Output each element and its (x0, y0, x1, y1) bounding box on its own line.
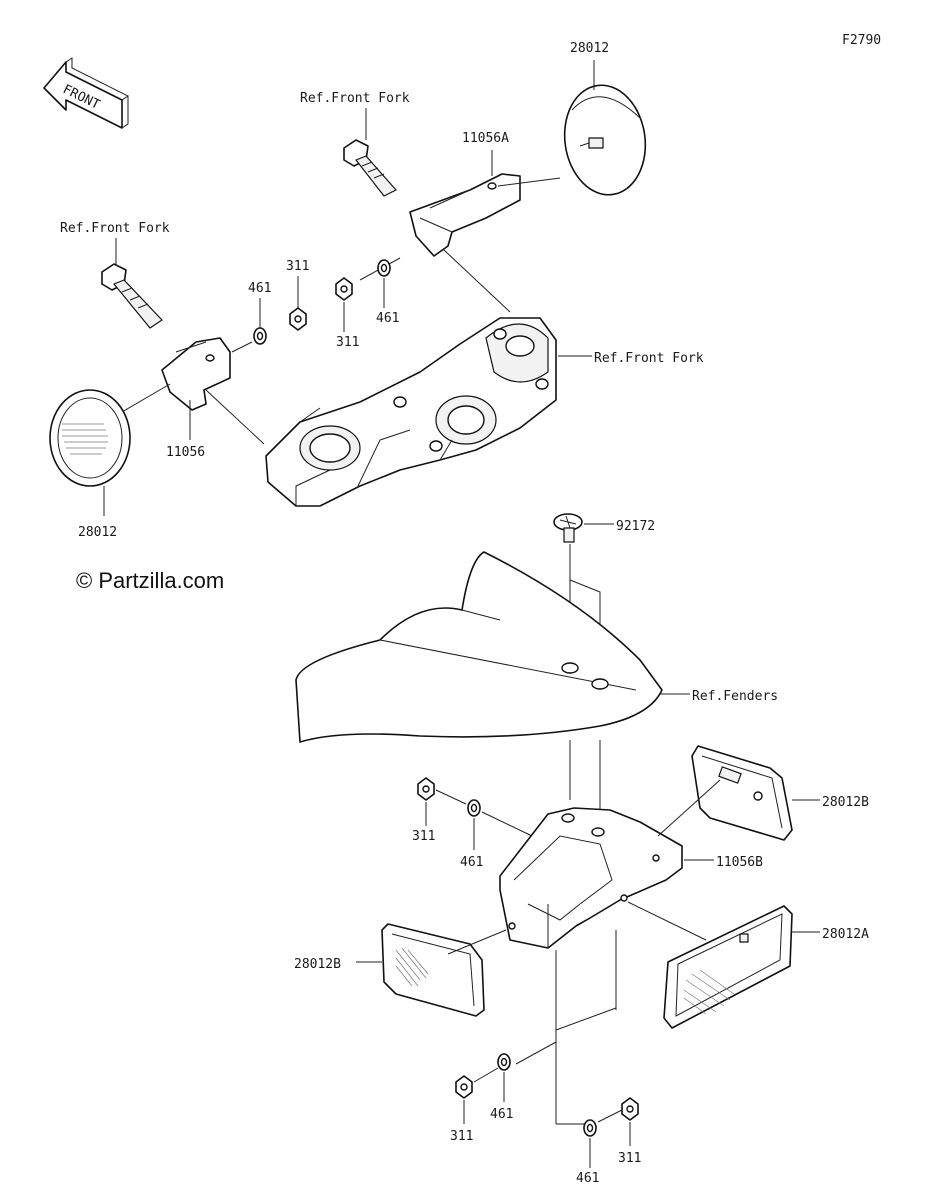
label-461-b: 461 (376, 311, 399, 326)
reflector-28012-left (49, 389, 131, 516)
label-ref-front-fork-left: Ref.Front Fork (60, 221, 170, 236)
bracket-11056 (161, 337, 231, 440)
nut-311-d (455, 1075, 473, 1099)
label-92172: 92172 (616, 519, 655, 534)
label-28012-left: 28012 (78, 525, 117, 540)
label-311-a: 311 (286, 259, 309, 274)
label-311-c: 311 (412, 829, 435, 844)
bracket-11056A (409, 150, 561, 257)
bolt-top (343, 139, 397, 197)
figure-id: F2790 (842, 33, 881, 48)
washer-461-a (253, 327, 267, 345)
nut-311-b (335, 277, 353, 301)
label-461-c: 461 (460, 855, 483, 870)
label-311-b: 311 (336, 335, 359, 350)
label-461-d: 461 (490, 1107, 513, 1122)
reflector-28012B-left (381, 923, 507, 1017)
label-11056B: 11056B (716, 855, 763, 870)
label-11056A: 11056A (462, 131, 509, 146)
washer-461-e (583, 1119, 597, 1137)
nut-311-a (289, 307, 307, 331)
reflector-28012B-right (657, 745, 793, 841)
label-28012-top: 28012 (570, 41, 609, 56)
label-311-d: 311 (450, 1129, 473, 1144)
label-28012B-left: 28012B (294, 957, 341, 972)
nut-311-e (621, 1097, 639, 1121)
copyright-text: © Partzilla.com (76, 568, 224, 593)
label-28012B-right: 28012B (822, 795, 869, 810)
reflector-28012-top (563, 60, 647, 196)
washer-461-d (497, 1053, 511, 1071)
label-461-a: 461 (248, 281, 271, 296)
front-arrow-icon: FRONT (43, 57, 129, 129)
label-11056: 11056 (166, 445, 205, 460)
label-461-e: 461 (576, 1171, 599, 1186)
label-ref-front-fork-top: Ref.Front Fork (300, 91, 410, 106)
bolt-left (101, 263, 163, 329)
bracket-11056B (499, 807, 683, 949)
label-ref-fenders: Ref.Fenders (692, 689, 778, 704)
front-fender (295, 551, 663, 743)
screw-92172 (553, 513, 583, 543)
reflector-28012A (627, 901, 793, 1029)
washer-461-c (467, 799, 481, 817)
nut-311-c (417, 777, 435, 801)
label-28012A: 28012A (822, 927, 869, 942)
washer-461-b (377, 259, 391, 277)
fork-clamp-assembly (265, 317, 557, 507)
label-ref-front-fork-right: Ref.Front Fork (594, 351, 704, 366)
label-311-e: 311 (618, 1151, 641, 1166)
